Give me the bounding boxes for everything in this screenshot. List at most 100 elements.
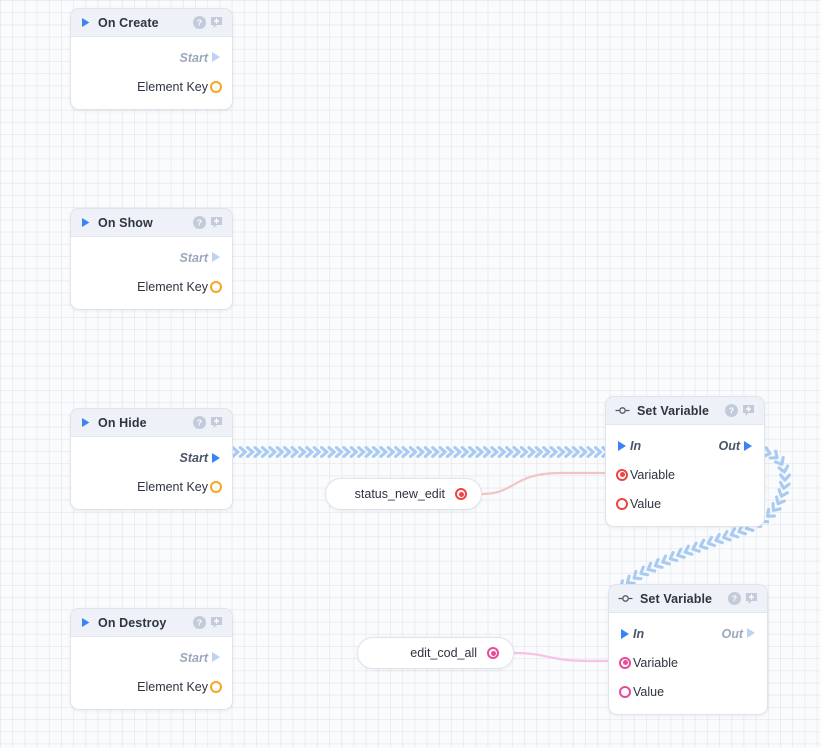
svg-text:?: ? (197, 418, 202, 428)
port-label: Start (179, 50, 208, 65)
data-port-variable[interactable] (617, 655, 633, 671)
help-circle-icon[interactable]: ? (193, 616, 206, 629)
port-label: Value (630, 496, 662, 511)
play-triangle-icon (80, 217, 91, 228)
row-data-in: Variable (609, 648, 767, 677)
variable-node-icon (618, 593, 633, 604)
svg-text:?: ? (197, 618, 202, 628)
variable-pill-pill-status-new-edit[interactable]: status_new_edit (325, 478, 482, 510)
row-data-in: Value (606, 489, 764, 518)
row-data-in: Value (609, 677, 767, 706)
port-label: Element Key (137, 79, 208, 94)
comment-add-icon[interactable] (210, 416, 223, 429)
play-triangle-icon (80, 417, 91, 428)
flow-port-triangle[interactable] (208, 450, 224, 466)
port-label: Start (179, 250, 208, 265)
node-title: On Destroy (98, 615, 167, 630)
port-label-out: Out (721, 626, 743, 641)
variable-pill-pill-edit-cod-all[interactable]: edit_cod_all (357, 637, 514, 669)
variable-pill-port[interactable] (485, 645, 501, 661)
port-label: Variable (633, 655, 678, 670)
node-header[interactable]: On Show? (71, 209, 232, 237)
flow-port-triangle[interactable] (617, 626, 633, 642)
data-port-value[interactable] (614, 496, 630, 512)
help-circle-icon[interactable]: ? (193, 16, 206, 29)
help-circle-icon[interactable]: ? (725, 404, 738, 417)
data-port-value[interactable] (617, 684, 633, 700)
row-data-out: Element Key (71, 272, 232, 301)
row-data-out: Element Key (71, 472, 232, 501)
row-data-out: Element Key (71, 672, 232, 701)
data-port-element-key[interactable] (208, 679, 224, 695)
help-circle-icon[interactable]: ? (193, 216, 206, 229)
comment-add-icon[interactable] (210, 616, 223, 629)
node-title: On Show (98, 215, 153, 230)
row-flow: In Out (606, 431, 764, 460)
variable-pill-port[interactable] (453, 486, 469, 502)
port-label: Element Key (137, 479, 208, 494)
port-label-out: Out (718, 438, 740, 453)
row-flow-out: Start (71, 643, 232, 672)
node-title: Set Variable (640, 591, 713, 606)
play-triangle-icon (80, 17, 91, 28)
node-header[interactable]: On Create? (71, 9, 232, 37)
flow-port-triangle[interactable] (614, 438, 630, 454)
node-title: On Create (98, 15, 159, 30)
svg-text:?: ? (197, 218, 202, 228)
comment-add-icon[interactable] (210, 16, 223, 29)
row-flow-out: Start (71, 243, 232, 272)
node-header[interactable]: On Destroy? (71, 609, 232, 637)
port-label: Start (179, 450, 208, 465)
row-flow: In Out (609, 619, 767, 648)
port-label: Variable (630, 467, 675, 482)
comment-add-icon[interactable] (745, 592, 758, 605)
node-header[interactable]: Set Variable? (609, 585, 767, 613)
svg-text:?: ? (197, 18, 202, 28)
node-title: On Hide (98, 415, 147, 430)
flow-port-triangle[interactable] (743, 626, 759, 642)
port-label: Element Key (137, 679, 208, 694)
port-label-in: In (630, 438, 642, 453)
comment-add-icon[interactable] (742, 404, 755, 417)
flow-port-triangle[interactable] (208, 650, 224, 666)
data-port-element-key[interactable] (208, 479, 224, 495)
data-port-element-key[interactable] (208, 79, 224, 95)
data-port-variable[interactable] (614, 467, 630, 483)
port-label: Value (633, 684, 665, 699)
row-flow-out: Start (71, 43, 232, 72)
row-data-out: Element Key (71, 72, 232, 101)
comment-add-icon[interactable] (210, 216, 223, 229)
row-flow-out: Start (71, 443, 232, 472)
play-triangle-icon (80, 617, 91, 628)
flow-port-triangle[interactable] (208, 250, 224, 266)
port-label: Start (179, 650, 208, 665)
help-circle-icon[interactable]: ? (193, 416, 206, 429)
flow-port-triangle[interactable] (740, 438, 756, 454)
row-data-in: Variable (606, 460, 764, 489)
help-circle-icon[interactable]: ? (728, 592, 741, 605)
variable-pill-label: edit_cod_all (410, 646, 477, 660)
node-title: Set Variable (637, 403, 710, 418)
svg-text:?: ? (729, 406, 734, 416)
flow-port-triangle[interactable] (208, 50, 224, 66)
variable-node-icon (615, 405, 630, 416)
data-port-element-key[interactable] (208, 279, 224, 295)
node-header[interactable]: On Hide? (71, 409, 232, 437)
node-header[interactable]: Set Variable? (606, 397, 764, 425)
port-label-in: In (633, 626, 645, 641)
svg-text:?: ? (732, 594, 737, 604)
variable-pill-label: status_new_edit (354, 487, 445, 501)
port-label: Element Key (137, 279, 208, 294)
